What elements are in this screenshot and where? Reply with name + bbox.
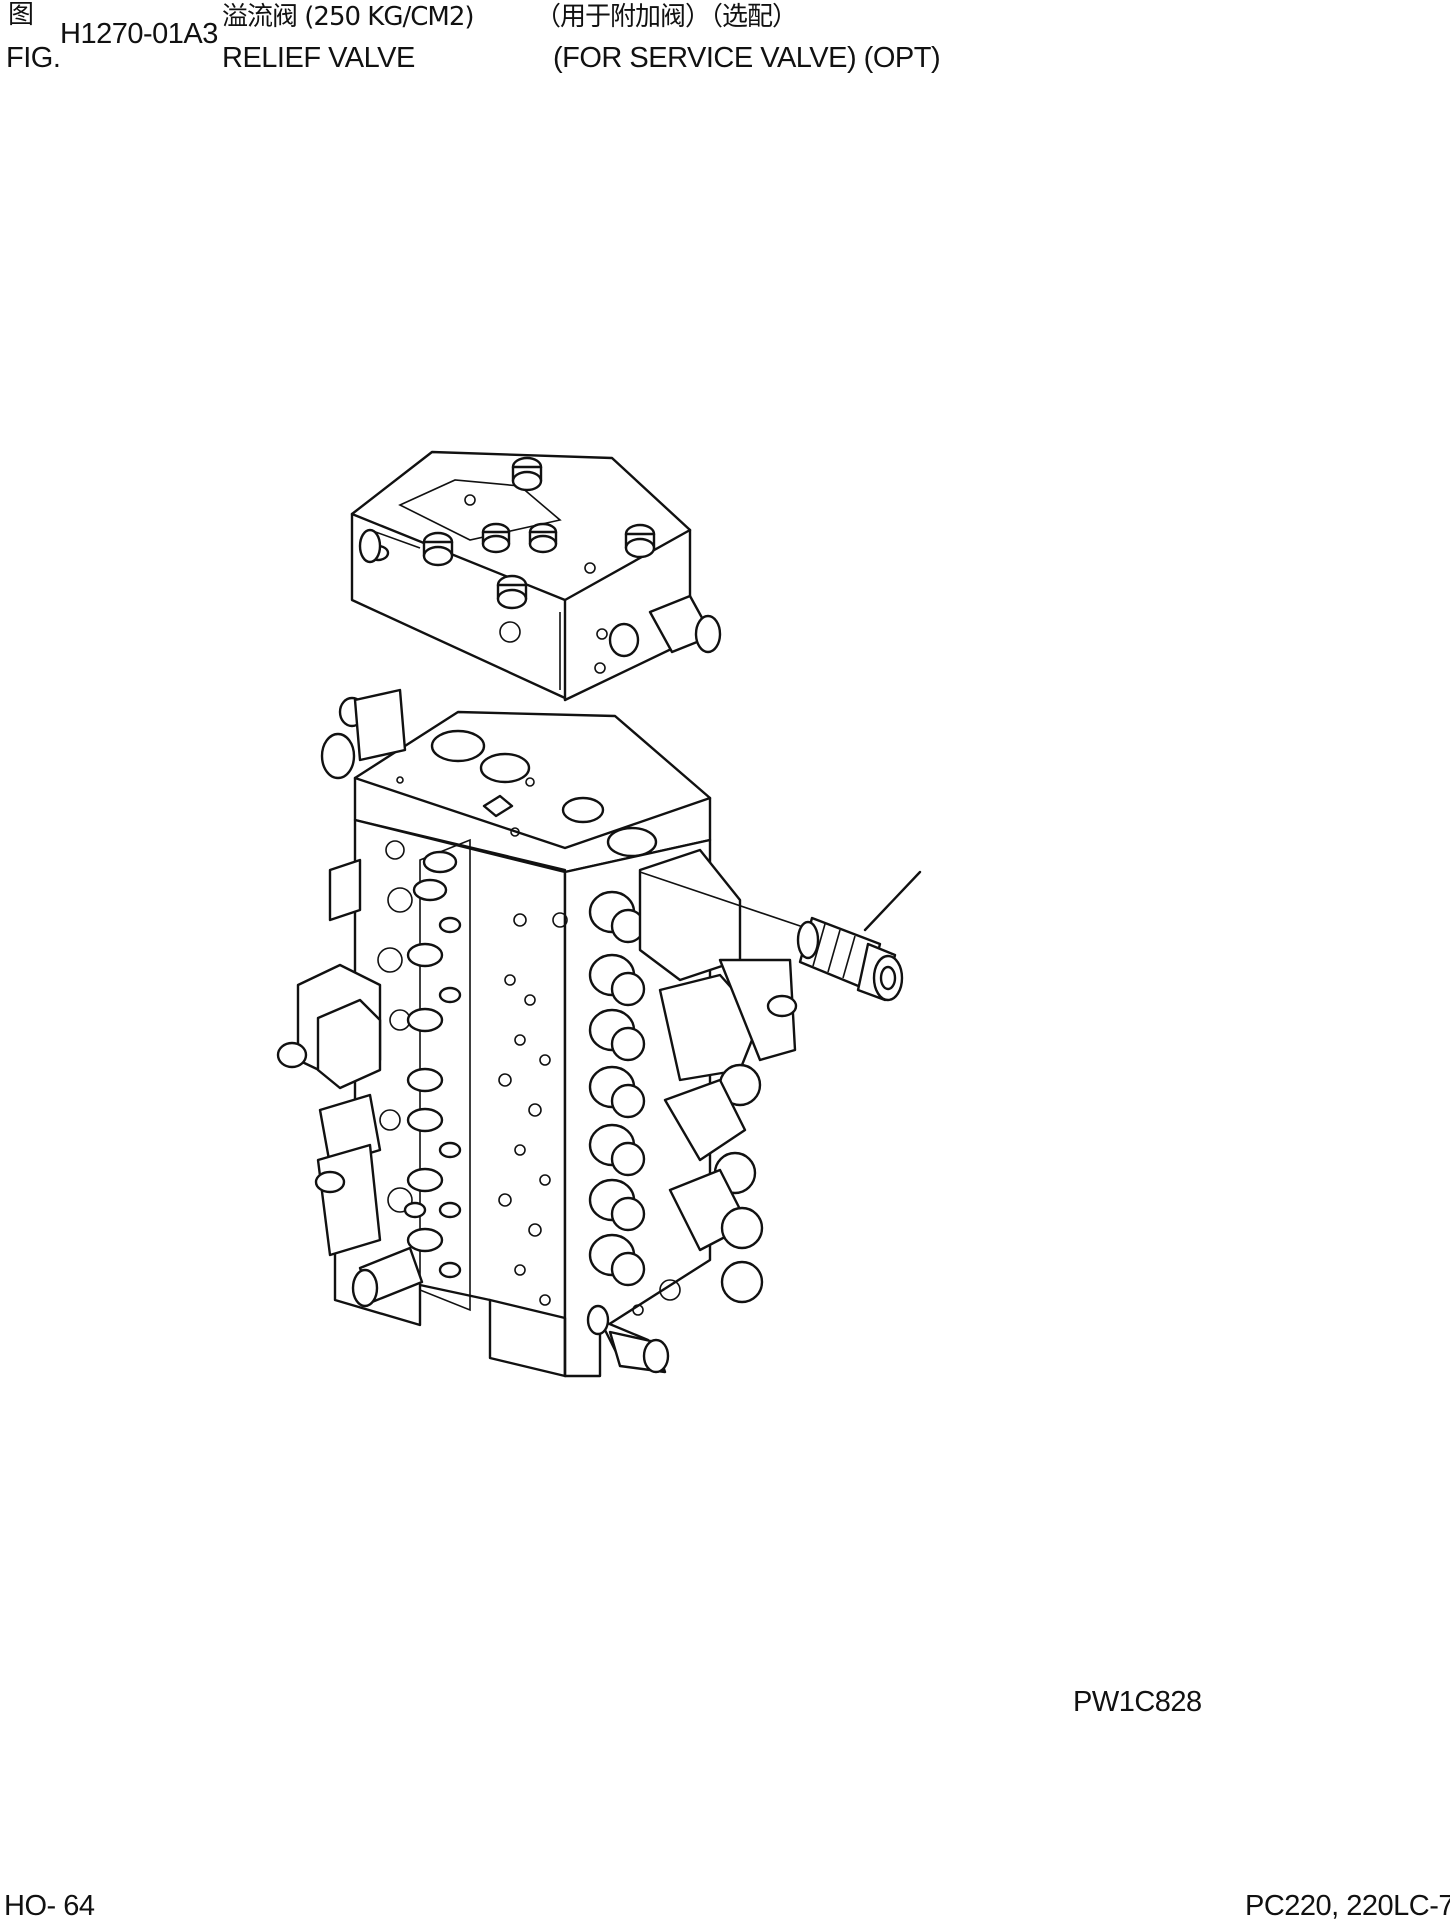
page-number: HO- 64 <box>4 1890 95 1922</box>
title-cn: 溢流阀 (250 KG/CM2) <box>222 2 475 32</box>
fig-label-cn: 图 <box>8 0 34 30</box>
subtitle-en: (FOR SERVICE VALVE) (OPT) <box>553 42 941 74</box>
left-plug-stack <box>403 850 462 1279</box>
title-en: RELIEF VALVE <box>222 42 415 74</box>
drawing-code: PW1C828 <box>1073 1686 1202 1718</box>
main-control-valve-body <box>276 688 798 1378</box>
right-spool-caps <box>588 890 646 1287</box>
upper-valve-block <box>350 450 722 702</box>
fig-label-en: FIG. <box>6 42 61 74</box>
relief-valve-part <box>639 871 904 1002</box>
subtitle-cn: （用于附加阀）（选配） <box>535 2 798 32</box>
model-number: PC220, 220LC-7 <box>1245 1890 1450 1922</box>
leader-line <box>863 870 922 932</box>
figure-number: H1270-01A3 <box>60 18 218 50</box>
